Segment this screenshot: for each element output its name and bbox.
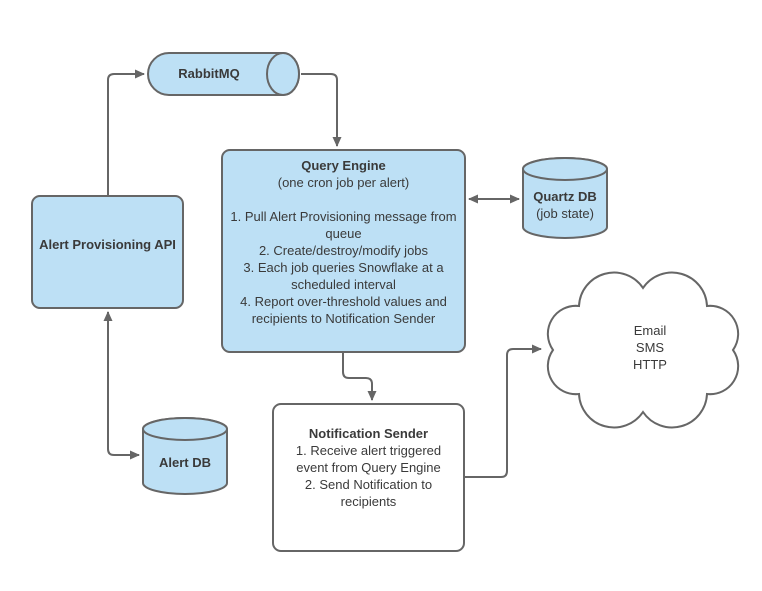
quartz-db-label: Quartz DB bbox=[533, 189, 597, 204]
edge-notification-sender-to-cloud bbox=[465, 344, 542, 478]
rabbitmq-label: RabbitMQ bbox=[178, 66, 240, 81]
cloud-line-http: HTTP bbox=[633, 357, 667, 372]
query-engine-subtitle: (one cron job per alert) bbox=[277, 175, 410, 190]
edge-rabbitmq-to-query-engine bbox=[301, 73, 342, 147]
query-engine-step: 4. Report over-threshold values and reci… bbox=[240, 294, 447, 326]
query-engine-content: Query Engine (one cron job per alert) 1.… bbox=[227, 157, 460, 327]
edge-api-to-rabbitmq bbox=[107, 69, 145, 195]
edge-api-alert-db-bidirectional bbox=[103, 311, 140, 460]
alert-provisioning-api-label: Alert Provisioning API bbox=[39, 237, 176, 252]
rabbitmq-cylinder-end-face bbox=[266, 52, 300, 96]
query-engine-step: 3. Each job queries Snowflake at a sched… bbox=[243, 260, 444, 292]
delivery-cloud-content: Email SMS HTTP bbox=[595, 322, 705, 373]
edge-query-engine-to-notification-sender bbox=[342, 352, 377, 401]
quartz-db-cylinder-top bbox=[522, 157, 608, 181]
notification-sender-title: Notification Sender bbox=[308, 426, 429, 441]
quartz-db-sublabel: (job state) bbox=[536, 206, 594, 221]
cloud-line-sms: SMS bbox=[635, 340, 665, 355]
query-engine-title: Query Engine bbox=[301, 158, 386, 173]
notification-sender-step: 2. Send Notification to recipients bbox=[304, 477, 433, 509]
query-engine-step: 1. Pull Alert Provisioning message from … bbox=[230, 209, 457, 241]
alert-provisioning-api-box bbox=[31, 195, 184, 309]
query-engine-spacer bbox=[227, 191, 460, 208]
quartz-db-content: Quartz DB (job state) bbox=[523, 188, 607, 222]
cloud-line-email: Email bbox=[633, 323, 667, 338]
query-engine-box bbox=[221, 149, 466, 353]
notification-sender-step: 1. Receive alert triggered event from Qu… bbox=[295, 443, 442, 475]
delivery-cloud-shape bbox=[546, 271, 740, 429]
notification-sender-box bbox=[272, 403, 465, 552]
alert-db-cylinder-top bbox=[142, 417, 228, 441]
notification-sender-content: Notification Sender 1. Receive alert tri… bbox=[280, 425, 457, 510]
query-engine-step: 2. Create/destroy/modify jobs bbox=[258, 243, 429, 258]
alert-db-label: Alert DB bbox=[158, 455, 211, 470]
